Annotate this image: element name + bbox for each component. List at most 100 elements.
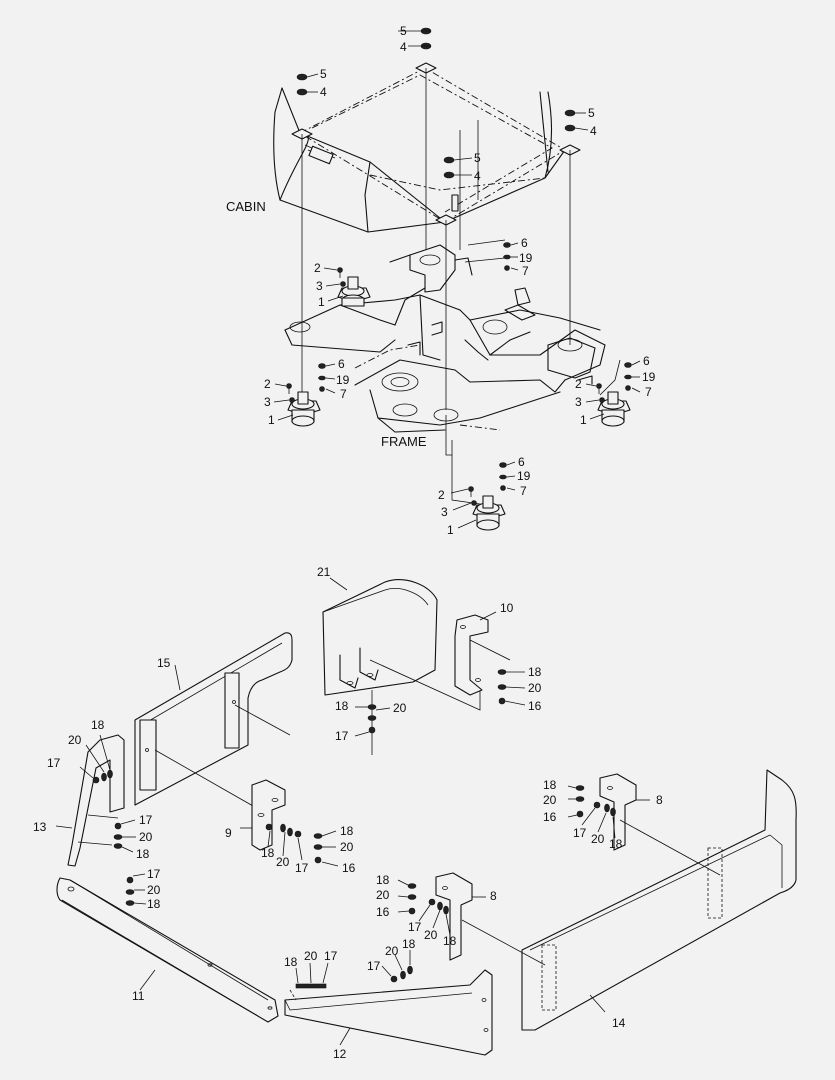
callout: 16 bbox=[376, 905, 390, 919]
callout: 7 bbox=[645, 385, 652, 399]
callout: 2 bbox=[314, 261, 321, 275]
callout: 6 bbox=[338, 357, 345, 371]
callout: 18 bbox=[147, 897, 161, 911]
callout: 19 bbox=[519, 251, 533, 265]
frame-outline bbox=[284, 244, 606, 433]
callout: 20 bbox=[68, 733, 82, 747]
callout: 19 bbox=[642, 370, 656, 384]
part-9-bracket bbox=[240, 779, 286, 851]
callout: 18 bbox=[543, 778, 557, 792]
callout: 6 bbox=[518, 455, 525, 469]
callout: 18 bbox=[136, 847, 150, 861]
callout: 20 bbox=[543, 793, 557, 807]
callout: 7 bbox=[520, 484, 527, 498]
part-10-bracket bbox=[454, 611, 511, 696]
part-8-bracket-right bbox=[599, 773, 721, 876]
callout: 8 bbox=[490, 889, 497, 903]
callout: 4 bbox=[320, 85, 327, 99]
callout: 1 bbox=[580, 413, 587, 427]
callout: 18 bbox=[528, 665, 542, 679]
part-8-bracket-mid bbox=[435, 872, 546, 966]
callout: 18 bbox=[376, 873, 390, 887]
frame-guide-lines bbox=[349, 239, 621, 506]
mount-left-upper bbox=[337, 276, 371, 307]
part-15-panel bbox=[134, 632, 293, 811]
callout: 7 bbox=[340, 387, 347, 401]
callout: 12 bbox=[333, 1047, 347, 1061]
callout: 16 bbox=[528, 699, 542, 713]
callout: 2 bbox=[264, 377, 271, 391]
part-21-panel bbox=[322, 577, 481, 755]
callout: 18 bbox=[335, 699, 349, 713]
part-14-panel bbox=[521, 769, 797, 1031]
callout: 18 bbox=[91, 718, 105, 732]
callout: 20 bbox=[304, 949, 318, 963]
text-labels: CABIN FRAME 5 4 5 4 5 4 5 4 6 19 7 2 3 1… bbox=[33, 24, 663, 1061]
mount-center bbox=[472, 495, 506, 531]
callout: 1 bbox=[268, 413, 275, 427]
callout: 20 bbox=[139, 830, 153, 844]
callout: 17 bbox=[295, 861, 309, 875]
callout: 11 bbox=[132, 989, 145, 1003]
part-13-bracket bbox=[55, 734, 125, 867]
callout: 4 bbox=[590, 124, 597, 138]
mount-left-lower bbox=[287, 391, 321, 427]
callout: 16 bbox=[543, 810, 557, 824]
cabin-guide-lines bbox=[301, 68, 571, 410]
callout: 20 bbox=[528, 681, 542, 695]
callout: 5 bbox=[588, 106, 595, 120]
callout: 20 bbox=[424, 928, 438, 942]
callout: 4 bbox=[474, 169, 481, 183]
callout: 16 bbox=[342, 861, 356, 875]
part-11-bar bbox=[56, 877, 279, 1023]
callout: 15 bbox=[157, 656, 171, 670]
callout: 17 bbox=[147, 867, 161, 881]
callout: 1 bbox=[447, 523, 454, 537]
callout: 1 bbox=[318, 295, 325, 309]
callout: 21 bbox=[317, 565, 331, 579]
callout: 2 bbox=[438, 488, 445, 502]
callout: 20 bbox=[385, 944, 399, 958]
callout: 17 bbox=[324, 949, 338, 963]
callout: 18 bbox=[402, 937, 416, 951]
callout: 5 bbox=[474, 151, 481, 165]
cabin-washers bbox=[296, 27, 589, 179]
callout: 18 bbox=[609, 837, 623, 851]
callout: 17 bbox=[367, 959, 381, 973]
callout: 5 bbox=[400, 24, 407, 38]
callout: 17 bbox=[47, 756, 61, 770]
callout: 9 bbox=[225, 826, 232, 840]
callout: 18 bbox=[443, 934, 457, 948]
callout: 20 bbox=[276, 855, 290, 869]
callout: 7 bbox=[522, 264, 529, 278]
callout: 8 bbox=[656, 793, 663, 807]
callout: 17 bbox=[139, 813, 153, 827]
callout: 13 bbox=[33, 820, 47, 834]
part-12-plate bbox=[284, 969, 493, 1056]
callout: 14 bbox=[612, 1016, 626, 1030]
callout: 18 bbox=[261, 846, 275, 860]
callout: 18 bbox=[340, 824, 354, 838]
callout: 6 bbox=[643, 354, 650, 368]
callout: 20 bbox=[591, 832, 605, 846]
mount-right bbox=[597, 391, 631, 427]
callout: 20 bbox=[393, 701, 407, 715]
callout: 20 bbox=[340, 840, 354, 854]
callout: 2 bbox=[575, 377, 582, 391]
callout: 19 bbox=[336, 373, 350, 387]
cabin-label: CABIN bbox=[226, 199, 266, 214]
lower-fasteners bbox=[79, 669, 616, 1001]
callout: 20 bbox=[147, 883, 161, 897]
frame-label: FRAME bbox=[381, 434, 427, 449]
callout: 10 bbox=[500, 601, 514, 615]
callout: 4 bbox=[400, 40, 407, 54]
callout: 17 bbox=[335, 729, 349, 743]
callout: 17 bbox=[408, 920, 422, 934]
mount-hardware bbox=[273, 242, 641, 529]
callout: 3 bbox=[264, 395, 271, 409]
callout: 6 bbox=[521, 236, 528, 250]
callout: 19 bbox=[517, 469, 531, 483]
callout: 3 bbox=[316, 279, 323, 293]
